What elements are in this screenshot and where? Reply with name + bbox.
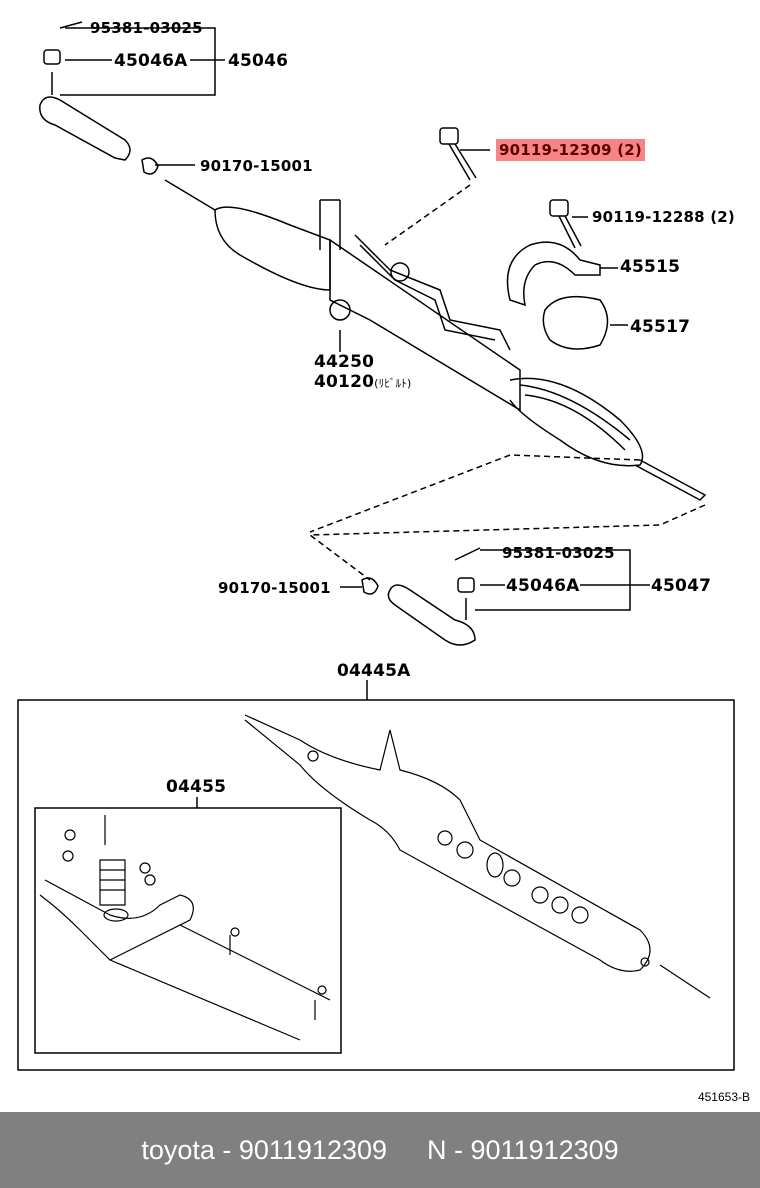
label-95381-03025-top: 95381-03025 [90, 19, 203, 37]
footer-bar: toyota - 9011912309 N - 9011912309 [0, 1112, 760, 1188]
bracket-45515 [506, 241, 618, 307]
label-45517: 45517 [630, 317, 691, 337]
label-90119-12288: 90119-12288 (2) [592, 208, 735, 226]
bolt-90119-12309 [439, 127, 490, 181]
rebuilt-note: (ﾘﾋﾞﾙﾄ) [374, 377, 412, 390]
label-45047: 45047 [651, 576, 712, 596]
label-90170-15001-bottom: 90170-15001 [218, 579, 331, 597]
label-90170-15001-top: 90170-15001 [200, 157, 313, 175]
steering-rack [164, 179, 707, 501]
parts-diagram [17, 21, 735, 1071]
quantity: (2) [617, 141, 642, 159]
part-number: 90119-12309 [499, 141, 612, 159]
kit-box-04455 [34, 807, 342, 1054]
label-04445A: 04445A [337, 661, 411, 681]
label-45515: 45515 [620, 257, 681, 277]
label-45046: 45046 [228, 51, 289, 71]
label-95381-03025-bottom: 95381-03025 [502, 544, 615, 562]
footer-brand-part: toyota - 9011912309 [141, 1134, 388, 1165]
footer-alt-part: N - 9011912309 [427, 1134, 619, 1165]
label-90119-12309-highlighted[interactable]: 90119-12309 (2) [496, 139, 645, 161]
label-40120: 40120(ﾘﾋﾞﾙﾄ) [314, 372, 411, 394]
kit-04445A-drawing [244, 714, 711, 999]
bolt-90119-12288 [549, 199, 588, 249]
label-44250: 44250 [314, 352, 375, 372]
tie-rod-end-top [39, 21, 159, 175]
label-45046A-bottom: 45046A [506, 576, 580, 596]
label-45046A-top: 45046A [114, 51, 188, 71]
label-04455: 04455 [166, 777, 227, 797]
kit-box-04445A [17, 699, 735, 1071]
kit-04455-drawing [39, 815, 331, 1041]
diagram-code: 451653-B [697, 1090, 750, 1104]
bushing-45517 [542, 295, 628, 350]
tie-rod-end-bottom [361, 547, 481, 646]
part-number: 40120 [314, 372, 375, 392]
